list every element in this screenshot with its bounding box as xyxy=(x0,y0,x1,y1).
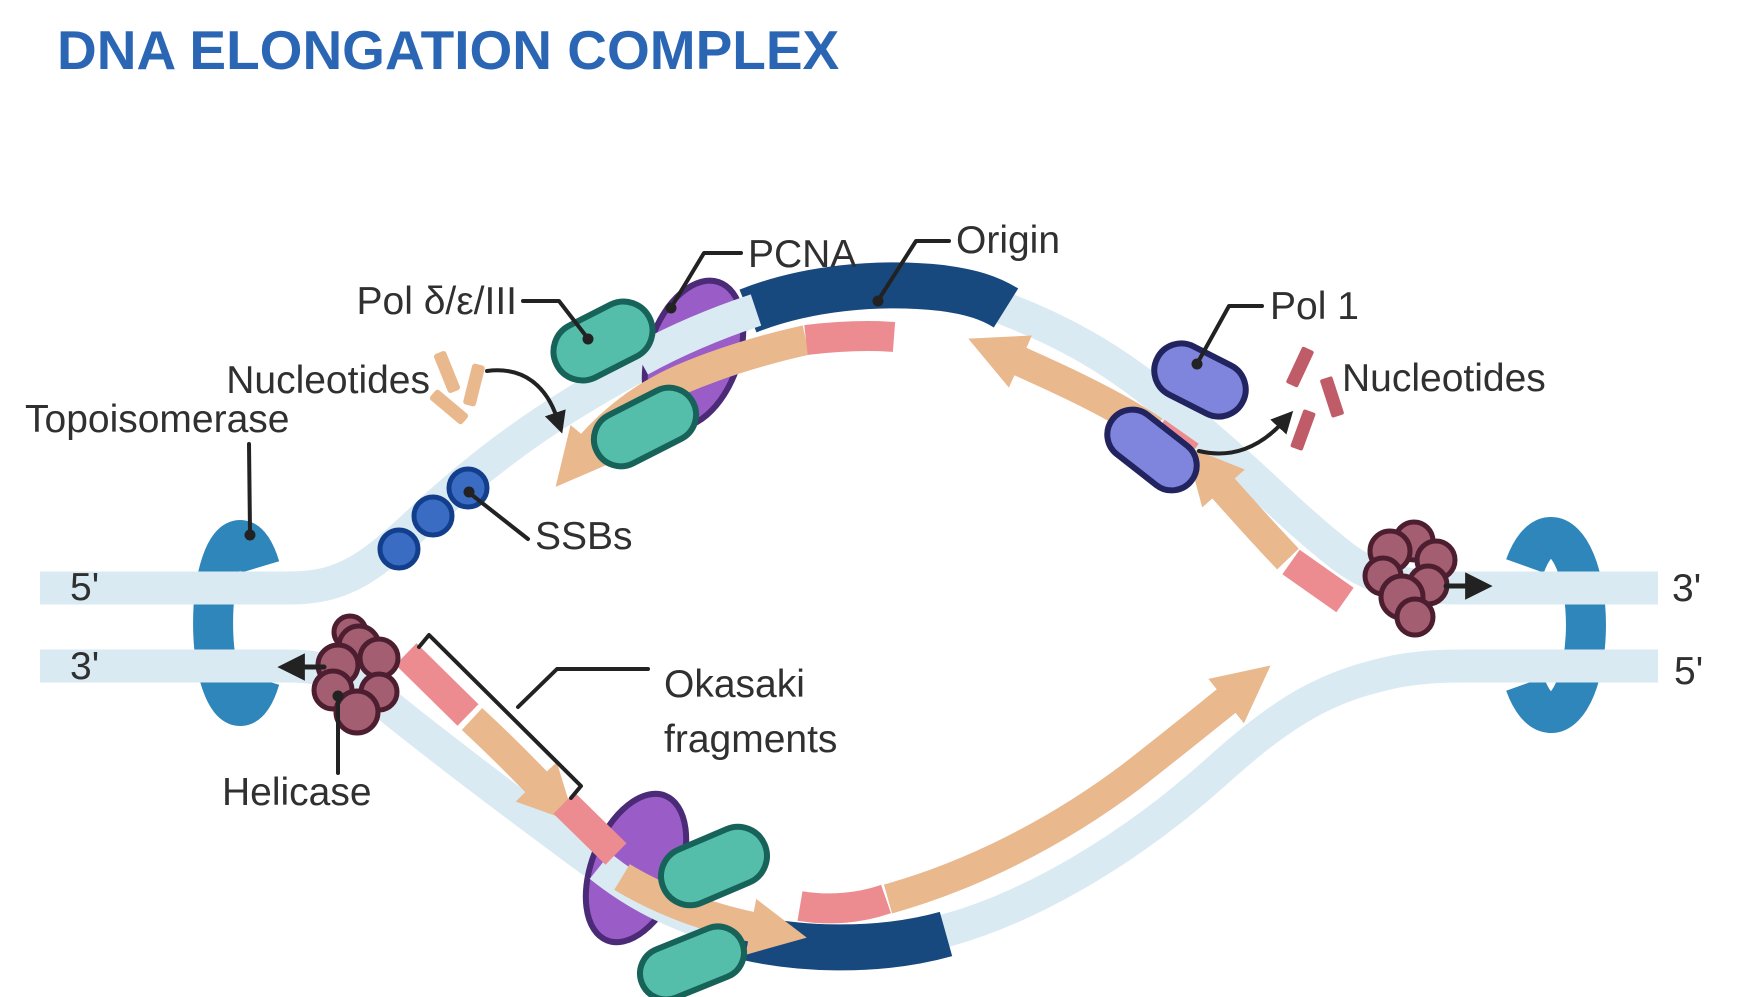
polymerase-blob-bottom-upper xyxy=(658,823,770,909)
helicase-cluster-left xyxy=(311,613,401,736)
label-5prime-left: 5' xyxy=(70,566,99,609)
label-pol-delta: Pol δ/ε/III xyxy=(357,280,517,323)
nucleotides-right-bars xyxy=(1286,346,1344,451)
label-okasaki-line2: fragments xyxy=(664,718,837,761)
label-3prime-left: 3' xyxy=(70,645,99,688)
leader-lines xyxy=(244,239,1264,800)
polymerase-blob-top-upper xyxy=(550,298,656,384)
polymerase-blob-bottom-lower xyxy=(637,923,747,997)
label-ssbs: SSBs xyxy=(535,515,633,558)
leader-pcna xyxy=(670,251,743,308)
label-3prime-right: 3' xyxy=(1672,567,1701,610)
rna-primer-top-left xyxy=(804,321,896,355)
lagging-arrow-right-b xyxy=(1185,445,1299,570)
leader-pol1 xyxy=(1196,304,1264,364)
nucleotide-bar xyxy=(429,389,469,425)
origin-segment-bottom xyxy=(723,910,953,971)
strand-strip-top-complex xyxy=(632,294,762,375)
leader-origin xyxy=(877,239,951,301)
topoisomerase-right xyxy=(1506,517,1606,733)
ssb-proteins xyxy=(377,466,490,571)
label-nucleotides-left: Nucleotides xyxy=(226,359,430,402)
rna-primer-okasaki-1 xyxy=(395,643,479,726)
nucleotides-left-bars xyxy=(429,350,485,425)
rna-primer-bottom-right xyxy=(797,884,891,924)
ssb-circle xyxy=(377,527,421,571)
label-nucleotides-right: Nucleotides xyxy=(1342,357,1546,400)
nucleotide-bar xyxy=(1286,346,1314,388)
rna-primer-right-b xyxy=(1282,549,1354,613)
ssb-circle xyxy=(411,494,455,538)
page-title: DNA ELONGATION COMPLEX xyxy=(57,19,840,81)
leader-ssbs xyxy=(470,493,530,541)
leading-strand-arrow-right xyxy=(883,665,1271,914)
nucleotide-arrow-right xyxy=(1197,410,1294,456)
topoisomerase-left xyxy=(193,520,280,726)
nucleotide-bar xyxy=(434,350,460,394)
okasaki-bracket xyxy=(417,633,583,800)
helicase-cluster-right xyxy=(1362,519,1458,638)
label-origin: Origin xyxy=(956,219,1060,262)
label-helicase: Helicase xyxy=(222,771,372,814)
label-pol1: Pol 1 xyxy=(1270,285,1359,328)
label-pcna: PCNA xyxy=(748,233,856,276)
pol1-upper-blob xyxy=(1151,340,1249,420)
leader-topoisomerase xyxy=(247,442,252,534)
label-topoisomerase: Topoisomerase xyxy=(25,398,289,441)
label-5prime-right: 5' xyxy=(1674,650,1703,693)
lagging-arrow-through-complex xyxy=(614,864,807,955)
pol1-lower-blob xyxy=(1104,406,1200,494)
label-okasaki-line1: Okasaki xyxy=(664,663,805,706)
nucleotide-arrow-left xyxy=(485,368,566,434)
leader-pol-delta xyxy=(521,299,588,338)
nucleotide-bar xyxy=(1290,409,1316,451)
nucleotide-bar xyxy=(463,363,485,407)
nucleotide-bar xyxy=(1320,376,1344,418)
okasaki-fragment-arrow xyxy=(461,707,576,823)
origin-segment-top xyxy=(739,262,1019,333)
okasaki-connector xyxy=(516,667,650,709)
polymerase-blob-top-lower xyxy=(590,384,700,470)
rna-primer-okasaki-2 xyxy=(553,792,627,865)
